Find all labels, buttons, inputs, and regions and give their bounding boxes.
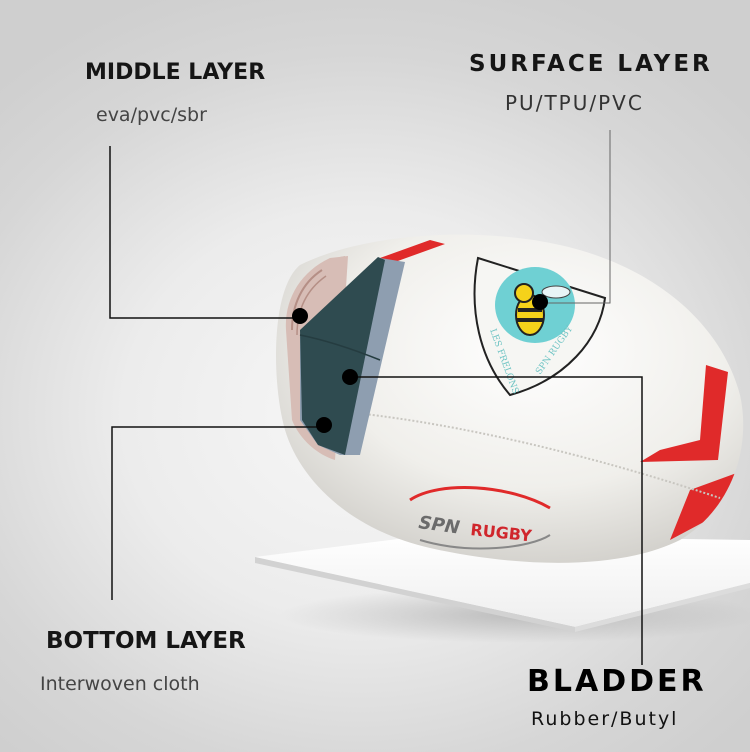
red-stripe-right <box>640 365 728 462</box>
middle-layer-leader <box>109 146 300 319</box>
middle-layer-title: MIDDLE LAYER <box>85 60 266 85</box>
bladder-title: BLADDER <box>527 664 707 699</box>
bladder-leader <box>350 376 643 665</box>
display-plate <box>255 535 750 643</box>
surface-layer-dot <box>532 294 548 310</box>
rugby-ball: LES FRELONS SPN RUGBY SPN RUGBY <box>275 234 744 563</box>
middle-layer-material: eva/pvc/sbr <box>96 104 207 126</box>
bladder-material: Rubber/Butyl <box>531 708 679 730</box>
leader-lines <box>109 130 643 665</box>
cutaway-section <box>285 256 405 460</box>
bottom-layer-title: BOTTOM LAYER <box>46 628 246 654</box>
bladder-dot <box>342 369 358 385</box>
red-stripe-top <box>380 240 445 262</box>
surface-layer-title: SURFACE LAYER <box>469 51 713 77</box>
bottom-layer-material: Interwoven cloth <box>40 673 200 695</box>
pointer-dots <box>292 294 548 433</box>
bottom-layer-dot <box>316 417 332 433</box>
surface-layer-leader <box>540 130 611 304</box>
surface-layer-material: PU/TPU/PVC <box>505 91 644 115</box>
bottom-layer-leader <box>111 426 324 600</box>
red-stripe-bottom <box>670 470 744 540</box>
club-badge: LES FRELONS SPN RUGBY <box>473 256 607 397</box>
middle-layer-dot <box>292 308 308 324</box>
